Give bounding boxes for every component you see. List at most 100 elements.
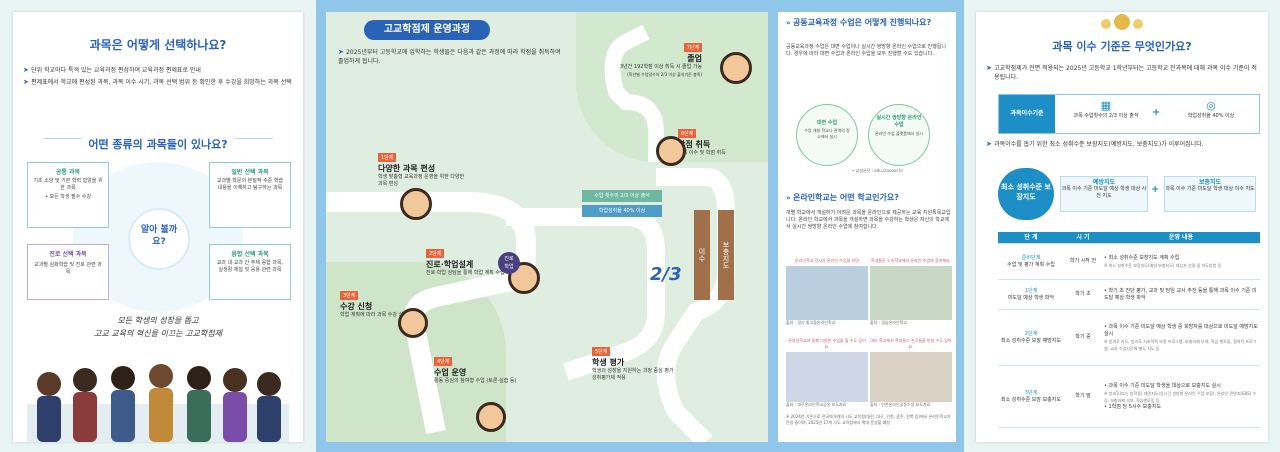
step-title: 학점 취득 — [678, 140, 711, 149]
step-number: 5단계 — [592, 347, 611, 356]
criteria-label: 과목이수기준 — [999, 95, 1055, 133]
content-text: • 과목 이수 기준 미도달 학생을 대상으로 보충지도 실시 — [1104, 382, 1221, 389]
question-answer: 공동교육과정 수업은 대면 수업이나 실시간 쌍방향 온라인 수업으로 진행됩니… — [786, 44, 946, 57]
book-icon: ▦ — [1100, 99, 1112, 112]
box-title: 공통 과목 — [55, 169, 81, 176]
content-text: • 최소 성취수준 보장지도 계획 수립 — [1104, 254, 1180, 261]
photo-caption: 온라인학교 강사가 온라인 수업을 하면 — [795, 258, 859, 263]
step-title: 수업 운영 — [434, 368, 467, 377]
time-cell: 학기 초 — [1064, 279, 1102, 310]
step-title: 졸업 — [687, 54, 702, 63]
content-note: ※ 최소 성취수준 보장지도(예방·보충지도) 대상자 선정 및 지도방법 등 — [1104, 262, 1222, 268]
box-note: • 모든 학생 필수 수강 — [44, 194, 92, 200]
circle-title: 실시간 쌍방향 온라인 수업 — [876, 115, 922, 128]
intro-text: ➤ 2025년부터 고등학교에 입학하는 학생들은 다음과 같은 과정에 따라 … — [338, 48, 568, 66]
photo-source: 출처 : 대구온라인학교공동 보도자료 — [786, 402, 847, 407]
box-desc: 교과 내·교과 간 주제 융합 과목, 실생활 체험 및 응용 관련 과목 — [216, 260, 284, 273]
step-title: 학생 평가 — [592, 358, 625, 367]
box-title: 융합 선택 과목 — [231, 251, 269, 258]
step-number: 3단계 — [340, 291, 359, 300]
box-desc: 과목 이수 기준 미도달 학생 대상 이수 지도 — [1165, 186, 1255, 192]
student-avatar — [656, 136, 686, 166]
step-title: 진로·학업설계 — [426, 260, 474, 269]
box-title: 보충지도 — [1198, 179, 1222, 186]
photo-image — [870, 352, 952, 402]
completion-criteria-panel: 과목 이수 기준은 무엇인가요? ➤ 고교학점제가 전면 적용되는 2025년 … — [964, 0, 1280, 452]
bullet: ➤ 과목이수를 돕기 위한 최소 성취수준 보장지도(예방지도, 보충지도)가 … — [986, 140, 1258, 149]
stage-label: 3단계 — [1024, 389, 1038, 396]
medal-icon: ◎ — [1206, 99, 1216, 112]
student-avatar — [400, 188, 432, 220]
box-title: 진로 선택 과목 — [49, 251, 87, 258]
ribbon-attendance: 수업 횟수의 2/3 이상 출석 — [582, 190, 662, 202]
page-sheet: 과목은 어떻게 선택하나요? ➤ 단위 학교마다 특색 있는 교육과정 편성하여… — [13, 12, 303, 442]
step-2: 2단계 진로·학업설계 진로·학업 상담을 통해 학업 계획 수립 — [426, 240, 518, 277]
sign-complete: 이수 — [694, 210, 710, 300]
bullet: ➤ 고교학점제가 전면 적용되는 2025년 고등학교 1학년부터는 고등학교 … — [986, 64, 1258, 82]
joint-curriculum-panel: » 공동교육과정 수업은 어떻게 진행되나요? 공동교육과정 수업은 대면 수업… — [778, 0, 964, 452]
column-header: 시 기 — [1064, 232, 1102, 244]
question-answer: 개별 학교에서 개설하기 어려운 과목을 온라인으로 제공하는 교육 지원특목교… — [786, 210, 951, 230]
bullet-icon: ➤ — [338, 48, 347, 56]
photo-source: 출처 : 경기 빛고을온라인학교 — [786, 320, 836, 325]
bullet-text: 과목이수를 돕기 위한 최소 성취수준 보장지도(예방지도, 보충지도)가 이루… — [994, 141, 1204, 148]
step-3: 3단계 수강 신청 학업 계획에 따라 과목 수강 신청 — [340, 282, 416, 319]
box-desc: 과목 이수 기준 미도달 예상 학생 대상 사전 지도 — [1061, 186, 1147, 199]
stage-sub: 미도달 예상 학생 파악 — [1007, 294, 1055, 301]
step-6: 6단계 학점 취득 과목 이수 및 학점 취득 — [678, 120, 748, 157]
source-link: • 교실온닷 : edu.classon.kr — [852, 168, 904, 173]
panel-title: 과목은 어떻게 선택하나요? — [89, 38, 227, 52]
criteria-box: 과목이수기준 ▦ 과목 수업횟수의 2/3 이상 출석 + ◎ 학업성취율 40… — [998, 94, 1260, 134]
footnote: ※ 2024년 기준으로 전국에 9개의 시도 교육청(대전, 대구, 인천, … — [786, 414, 951, 425]
fusion-elective-box: 융합 선택 과목 교과 내·교과 간 주제 융합 과목, 실생활 체험 및 응용… — [209, 244, 291, 300]
content-text: • 과목 이수 기준 미도달 예상 학생 중 희망자를 대상으로 미도달 예방지… — [1104, 323, 1258, 337]
fraction-label: 2/3 — [650, 264, 682, 285]
content-note: ※ 방과후 지도, 방과후 기초학력 보정 프로그램, 보충과제 부여, 학습 … — [1104, 338, 1257, 351]
supplement-box: 보충지도 과목 이수 기준 미도달 학생 대상 이수 지도 — [1164, 176, 1256, 212]
step-title: 수강 신청 — [340, 302, 373, 311]
bullet-icon: ➤ — [986, 140, 995, 148]
photo-source: 출처 : 경남온라인학교 — [870, 320, 908, 325]
photo-caption: 여러 학교에서 학생들이 친구들을 만날 수도 있어요. — [870, 338, 952, 349]
criteria-achievement: ◎ 학업성취율 40% 이상 — [1165, 99, 1257, 119]
stage-label: 준비단계 — [1021, 254, 1041, 261]
photo-card: 온라인학교 강사가 온라인 수업을 하면 출처 : 경기 빛고을온라인학교 — [786, 258, 868, 336]
step-desc: 3년간 192학점 이상 취득 시 졸업 가능 — [619, 64, 702, 70]
column-header: 단 계 — [998, 232, 1064, 244]
stage-label: 1단계 — [1024, 287, 1038, 294]
graduate-avatar — [720, 52, 752, 84]
common-subject-box: 공통 과목 기초 소양 및 기본 학력 함양을 위한 과목 • 모든 학생 필수… — [27, 162, 109, 228]
step-number: 2단계 — [426, 249, 445, 258]
content-text: • 1학점 당 5시수 보충지도 — [1104, 403, 1162, 410]
box-desc: 기초 소양 및 기본 학력 함양을 위한 과목 — [33, 178, 103, 191]
step-title: 다양한 과목 편성 — [378, 164, 436, 173]
content-text: • 학기 초 진단 평가, 교과 및 담임 교사 추천 등을 통해 과목 이수 … — [1104, 287, 1257, 301]
photo-card: 여러 학교에서 학생들이 친구들을 만날 수도 있어요. 출처 : 인천온라인공… — [870, 338, 952, 410]
photo-image — [786, 266, 868, 320]
bullet-icon: ➤ — [986, 64, 995, 72]
box-desc: 교과별 학문의 본질적 수준 학습 내용을 이해하고 탐구하는 과목 — [216, 178, 284, 191]
question-label: 온라인학교는 어떤 학교인가요? — [792, 193, 899, 202]
plus-icon: + — [1151, 184, 1160, 195]
medal-icon — [1101, 14, 1143, 30]
subject-selection-panel: 과목은 어떻게 선택하나요? ➤ 단위 학교마다 특색 있는 교육과정 편성하여… — [0, 0, 316, 452]
circle-desc: 수업 개설 학교나 권역의 장소에서 실시 — [804, 128, 850, 139]
step-number: 6단계 — [678, 129, 697, 138]
student-avatar — [398, 308, 428, 338]
photo-caption: 학생들은 소속학교에서 온라인 수업에 참여해요. — [871, 258, 951, 263]
photo-card: 온라인학교와 함께 다양한 수업을 할 수도 있어요. 출처 : 대구온라인학교… — [786, 338, 868, 410]
step-1: 1단계 다양한 과목 편성 학생 맞춤형 교육과정 운영을 위한 다양한 과목 … — [378, 144, 468, 188]
bullet-text: 고교학점제가 전면 적용되는 2025년 고등학교 1학년부터는 고등학교 전과… — [994, 65, 1257, 81]
stage-sub: 수업 및 평가 계획 수립 — [1007, 261, 1055, 268]
step-desc: 진로·학업 상담을 통해 학업 계획 수립 — [426, 270, 505, 276]
step-desc: 과목 이수 및 학점 취득 — [678, 150, 726, 156]
general-elective-box: 일반 선택 과목 교과별 학문의 본질적 수준 학습 내용을 이해하고 탐구하는… — [209, 162, 291, 228]
stage-label: 2단계 — [1024, 330, 1038, 337]
table-header: 단 계 시 기 운영 내용 — [998, 232, 1260, 244]
photo-source: 출처 : 인천온라인공동수업 보도자료 — [870, 402, 931, 407]
center-circle: 알아 볼까요? — [128, 208, 190, 270]
page-sheet: » 공동교육과정 수업은 어떻게 진행되나요? 공동교육과정 수업은 대면 수업… — [778, 12, 956, 442]
